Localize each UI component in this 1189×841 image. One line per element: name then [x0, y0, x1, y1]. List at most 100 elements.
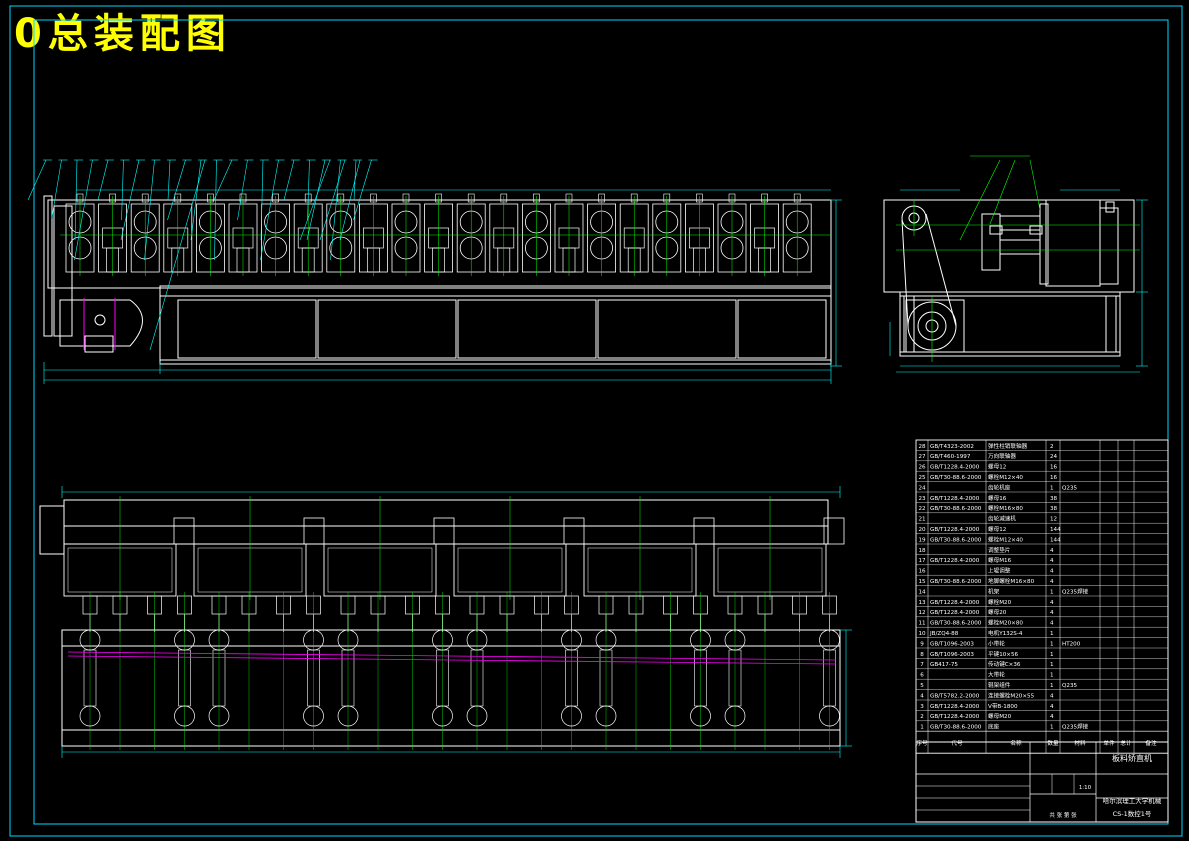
- part-number: 23: [918, 496, 926, 502]
- part-name: 平键10×56: [988, 650, 1019, 658]
- roller-stand: [685, 193, 714, 276]
- plan-roller-pair: [792, 592, 840, 750]
- part-name: 螺母M20: [988, 712, 1012, 720]
- part-quantity: 38: [1050, 506, 1058, 512]
- part-material: Q235: [1062, 485, 1078, 491]
- part-number: 10: [918, 631, 926, 637]
- roller-stand: [195, 193, 225, 276]
- part-quantity: 4: [1050, 610, 1054, 616]
- plan-roller-pair: [276, 592, 324, 750]
- part-name: 地脚螺栓M16×80: [988, 577, 1035, 585]
- part-name: 小带轮: [988, 639, 1005, 647]
- part-quantity: 4: [1050, 569, 1054, 575]
- part-material: Q235焊接: [1062, 587, 1089, 595]
- coupling: [693, 517, 715, 545]
- part-name: V带B-1800: [988, 703, 1018, 710]
- gearbox: [193, 496, 325, 600]
- part-quantity: 1: [1050, 485, 1054, 491]
- part-number: 15: [918, 579, 926, 585]
- part-quantity: 38: [1050, 496, 1058, 502]
- part-number: 16: [918, 569, 926, 575]
- part-number: 19: [918, 537, 926, 543]
- part-material: HT200: [1062, 641, 1081, 647]
- coupling: [823, 517, 845, 545]
- gearbox: [583, 496, 715, 600]
- roller-body: [694, 649, 707, 707]
- base-frame: [159, 285, 832, 365]
- front-view-roller-stands: [60, 193, 831, 276]
- sheet-count: 共 张 第 张: [1049, 811, 1077, 819]
- parts-list-header: 序号: [916, 739, 928, 747]
- roller-stand: [261, 193, 291, 276]
- part-name: 万向联轴器: [988, 452, 1016, 460]
- part-number: 3: [920, 704, 924, 710]
- part-code: GB/T1228.4-2000: [930, 558, 980, 564]
- part-quantity: 1: [1050, 589, 1054, 595]
- side-view-base: [899, 291, 1121, 357]
- part-name: 螺栓M16×80: [988, 504, 1023, 512]
- part-code: GB/T1228.4-2000: [930, 527, 980, 533]
- roller-stand: [228, 193, 258, 276]
- part-quantity: 144: [1050, 537, 1061, 543]
- part-name: 螺母20: [988, 608, 1007, 616]
- part-name: 弹性柱销联轴器: [988, 442, 1028, 450]
- part-name: 齿轮机座: [988, 483, 1011, 491]
- reducer-line: [63, 499, 829, 527]
- roller-body: [178, 649, 191, 707]
- roller-stand: [489, 193, 519, 276]
- part-quantity: 1: [1050, 652, 1054, 658]
- part-quantity: 1: [1050, 673, 1054, 679]
- part-quantity: 144: [1050, 527, 1061, 533]
- part-name: 螺母16: [988, 494, 1007, 502]
- part-material: Q235焊接: [1062, 723, 1089, 731]
- gearbox: [323, 496, 455, 600]
- part-number: 11: [918, 621, 926, 627]
- part-number: 9: [920, 641, 924, 647]
- roller-stand: [130, 193, 160, 276]
- part-name: 螺母12: [988, 463, 1006, 471]
- roller-stand: [456, 193, 486, 276]
- part-quantity: 12: [1050, 517, 1057, 523]
- roller-stand: [522, 193, 551, 276]
- plan-view: [39, 499, 841, 747]
- part-name: 上辊调整: [988, 567, 1011, 575]
- part-name: 螺母M16: [988, 556, 1012, 564]
- part-code: GB/T1096-2003: [930, 652, 974, 658]
- part-quantity: 4: [1050, 548, 1054, 554]
- part-quantity: 24: [1050, 454, 1058, 460]
- part-quantity: 4: [1050, 558, 1054, 564]
- part-code: GB/T4323-2002: [930, 444, 974, 450]
- roller-stand: [163, 193, 193, 276]
- parts-list-row: 27 GB/T460-1997 万向联轴器 24: [918, 452, 1057, 460]
- part-number: 27: [918, 454, 926, 460]
- part-name: 螺栓M12×40: [988, 473, 1023, 481]
- part-quantity: 4: [1050, 600, 1054, 606]
- roller-stand: [619, 193, 649, 276]
- title-block: 板料矫直机 哈尔滨理工大学机械 CS-1数控1号 1:10 共 张 第 张: [915, 741, 1169, 823]
- part-material: Q235: [1062, 683, 1078, 689]
- part-number: 1: [920, 725, 924, 731]
- roller-stand: [391, 193, 421, 276]
- parts-list-header: 数量: [1047, 739, 1059, 747]
- school-name: 哈尔滨理工大学机械: [1103, 796, 1162, 805]
- part-code: GB/T460-1997: [930, 454, 971, 460]
- part-quantity: 1: [1050, 641, 1054, 647]
- plan-roller-pair: [337, 592, 386, 750]
- part-quantity: 4: [1050, 704, 1054, 710]
- roller-body: [436, 649, 449, 707]
- roller-stand: [717, 193, 747, 276]
- roller-body: [470, 649, 484, 707]
- part-code: GB/T1228.4-2000: [930, 465, 980, 471]
- plan-view-strip: [67, 651, 837, 665]
